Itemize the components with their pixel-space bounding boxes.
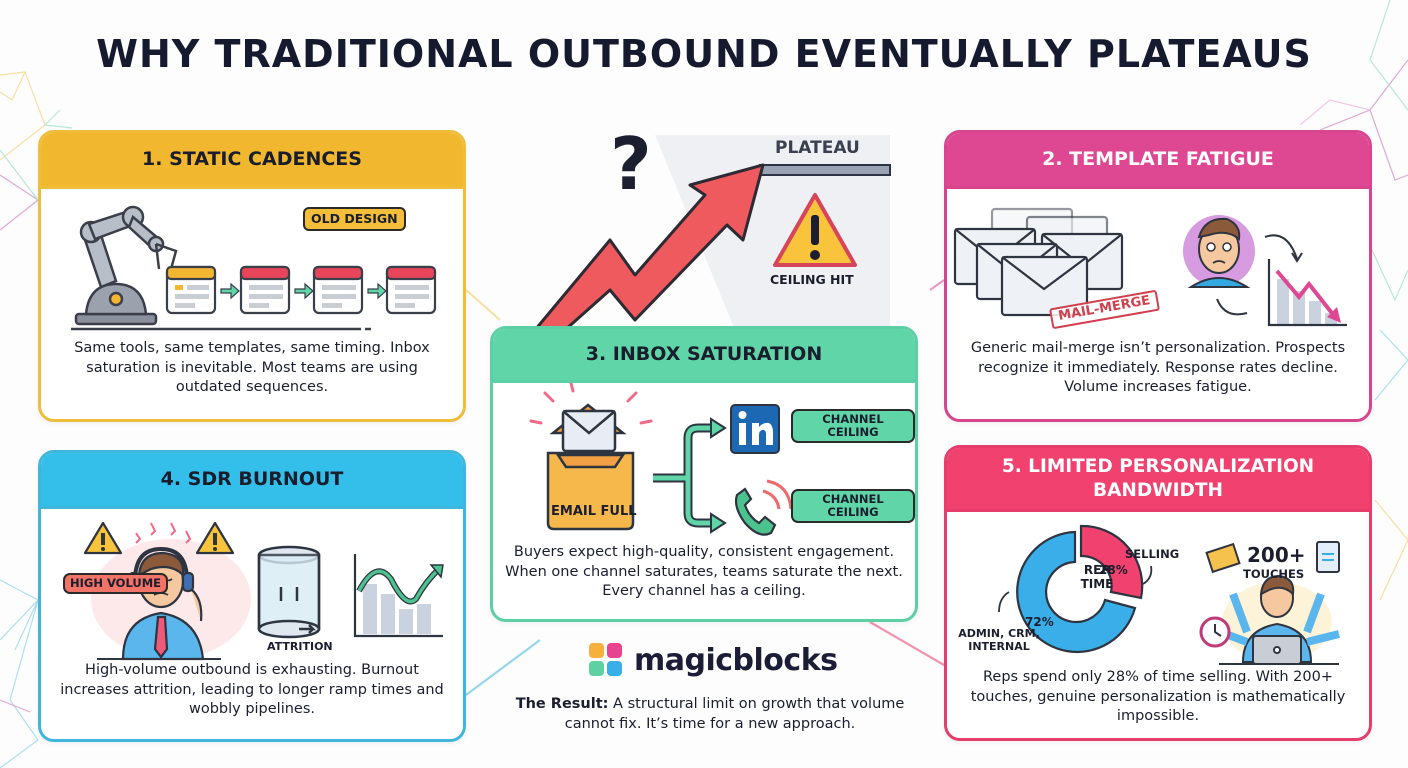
wavy-chart-icon [353, 554, 444, 638]
brand-name: magicblocks [634, 642, 838, 678]
clock-icon [1199, 616, 1231, 648]
card-sdr-burnout: 4. SDR BURNOUT [38, 450, 466, 742]
touches-label: TOUCHES [1243, 567, 1305, 581]
card-description: High-volume outbound is exhausting. Burn… [60, 662, 444, 718]
rising-arrow-icon [533, 163, 765, 330]
warning-icon [773, 193, 857, 267]
calendar-icon [165, 265, 217, 315]
question-mark-icon: ? [610, 122, 652, 206]
result-statement: The Result: A structural limit on growth… [500, 695, 920, 734]
card-title: 5. LIMITED PERSONALIZATION BANDWIDTH [947, 448, 1369, 512]
high-volume-callout: HIGH VOLUME [63, 573, 169, 595]
card-description: Buyers expect high-quality, consistent e… [505, 544, 903, 600]
plateau-bar [759, 164, 891, 176]
card-limited-personalization: 5. LIMITED PERSONALIZATION BANDWIDTH 28%… [944, 445, 1372, 741]
declining-chart-icon [1267, 259, 1347, 327]
calendar-icon [312, 265, 364, 315]
admin-percent: 72% [1025, 615, 1054, 629]
stacked-envelopes-icon [953, 207, 1124, 317]
card-inbox-saturation: 3. INBOX SATURATION [490, 326, 918, 622]
magicblocks-logo-icon [589, 643, 622, 676]
admin-label: ADMIN, CRM, INTERNAL [958, 627, 1040, 653]
sdr-burnout-illustration: HIGH VOLUME ATTRITION [41, 509, 463, 661]
plateau-label: PLATEAU [775, 138, 860, 158]
selling-percent: 28% [1099, 563, 1128, 577]
template-fatigue-illustration: MAIL-MERGE [947, 189, 1369, 339]
envelope-icon [1205, 542, 1241, 574]
donut-center-label: REP TIME [1080, 563, 1114, 591]
linkedin-icon [730, 404, 780, 454]
revolving-door-icon [257, 545, 321, 639]
card-title: 4. SDR BURNOUT [41, 453, 463, 509]
card-description: Same tools, same templates, same timing.… [74, 340, 430, 396]
brand-logo: magicblocks [588, 642, 838, 678]
warning-icon [195, 521, 235, 555]
calendar-icon [239, 265, 291, 315]
document-icon [1316, 541, 1340, 573]
phone-icon [734, 479, 793, 536]
multitasking-rep-icon [1213, 574, 1340, 665]
attrition-label: ATTRITION [267, 640, 333, 653]
channel-ceiling-callout-phone: CHANNEL CEILING [791, 489, 915, 524]
card-title: 3. INBOX SATURATION [493, 329, 915, 383]
result-text: A structural limit on growth that volume… [564, 696, 905, 732]
static-cadences-illustration: OLD DESIGN [41, 189, 463, 339]
card-title: 2. TEMPLATE FATIGUE [947, 133, 1369, 189]
touches-count: 200+ [1247, 543, 1306, 567]
warning-icon [83, 521, 123, 555]
bored-person-icon [1183, 215, 1255, 288]
calendar-icon [385, 265, 437, 315]
card-description: Generic mail-merge isn’t personalization… [970, 340, 1346, 396]
email-full-label: EMAIL FULL [551, 504, 637, 519]
donut-chart-icon [1016, 524, 1144, 654]
inbox-tray-icon [546, 403, 635, 531]
robot-calendar-sequence [71, 205, 437, 331]
result-label: The Result: [515, 696, 609, 712]
card-template-fatigue: 2. TEMPLATE FATIGUE [944, 130, 1372, 422]
personalization-illustration: 28% 72% REP TIME SELLING ADMIN, [947, 512, 1369, 668]
ceiling-hit-label: CEILING HIT [770, 272, 854, 287]
card-description: Reps spend only 28% of time selling. Wit… [970, 669, 1346, 725]
selling-label: SELLING [1125, 547, 1180, 561]
old-design-callout: OLD DESIGN [303, 207, 406, 232]
plateau-graphic [533, 135, 891, 330]
page-title: WHY TRADITIONAL OUTBOUND EVENTUALLY PLAT… [96, 32, 1312, 76]
card-title: 1. STATIC CADENCES [41, 133, 463, 189]
card-static-cadences: 1. STATIC CADENCES [38, 130, 466, 422]
inbox-saturation-illustration: EMAIL FULL CHANNEL CEILING CHANNEL CEILI… [493, 381, 915, 543]
channel-ceiling-callout-linkedin: CHANNEL CEILING [791, 409, 915, 444]
robot-arm-icon [74, 205, 178, 326]
